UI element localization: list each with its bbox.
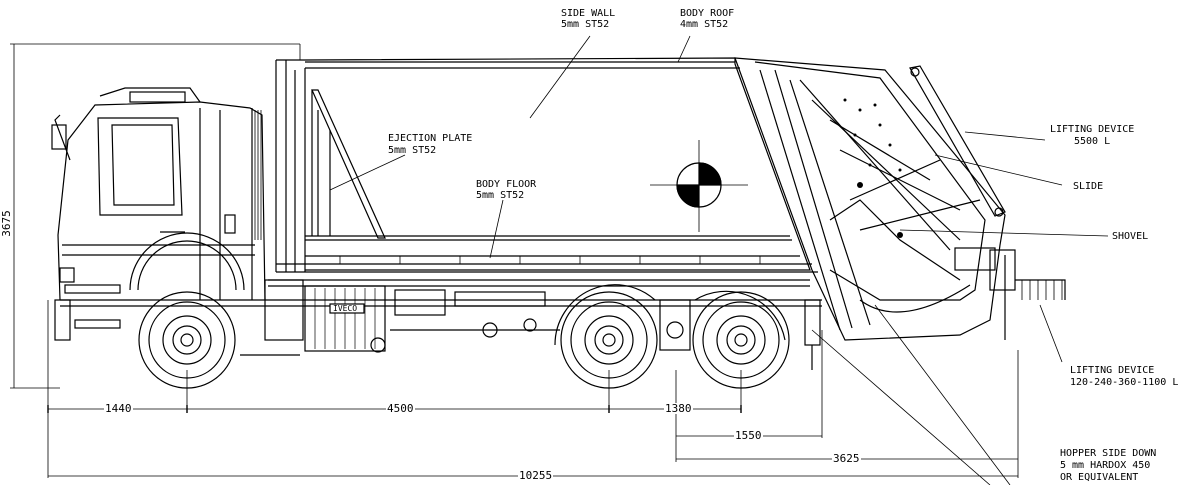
dimension-1550: 1550 [734,429,763,442]
tailgate-compactor [734,57,1066,341]
side-wall-title: SIDE WALL [561,8,616,19]
dimension-3625: 3625 [832,452,861,465]
dimension-front-overhang: 1440 [104,402,133,415]
hopper-line-3: OR EQUIVALENT [1060,472,1139,483]
body-floor-spec: 5mm ST52 [476,190,525,201]
lifting-device-bottom-spec: 120-240-360-1100 L [1070,377,1179,388]
lifting-device-top-title: LIFTING DEVICE [1050,124,1135,135]
shovel-label: SHOVEL [1112,231,1149,242]
hopper-line-2: 5 mm HARDOX 450 [1060,460,1151,471]
leader-lines [329,35,1109,485]
slide-label: SLIDE [1073,181,1104,192]
dimension-lines [10,43,1019,478]
center-of-gravity-symbol [650,140,748,232]
dimension-wheelbase: 4500 [386,402,415,415]
ejection-plate-title: EJECTION PLATE [388,133,473,144]
rear-wheel-1 [560,291,658,389]
wheels [138,291,790,389]
cab [51,87,304,356]
bin-lifter [954,247,1066,340]
dimension-height: 3675 [0,209,13,238]
hopper-line-1: HOPPER SIDE DOWN [1060,448,1157,459]
ejection-plate-spec: 5mm ST52 [388,145,437,156]
body-container [268,57,818,287]
dimension-tandem: 1380 [664,402,693,415]
lifting-device-top-spec: 5500 L [1074,136,1111,147]
lifting-device-bottom-title: LIFTING DEVICE [1070,365,1155,376]
rear-wheel-2 [692,291,790,389]
body-roof-title: BODY ROOF [680,8,735,19]
side-wall-spec: 5mm ST52 [561,19,610,30]
body-floor-title: BODY FLOOR [476,179,537,190]
chassis [60,284,822,370]
dimension-overall-length: 10255 [518,469,554,482]
front-wheel [138,291,236,389]
engine-badge: IVECO [333,304,358,313]
body-roof-spec: 4mm ST52 [680,19,729,30]
